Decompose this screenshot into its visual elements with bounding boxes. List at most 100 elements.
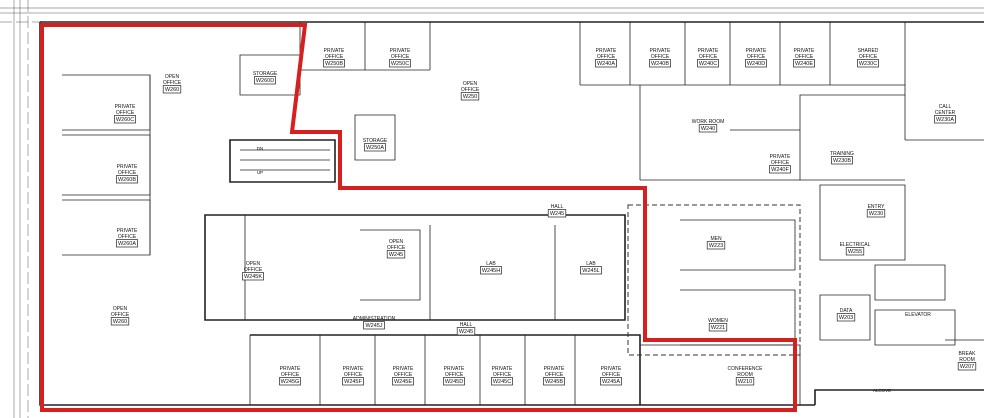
room-name: ROOM bbox=[959, 357, 975, 363]
room-name: ENTRY bbox=[868, 204, 886, 210]
room-name: ELECTRICAL bbox=[840, 242, 871, 248]
room-number: W250A bbox=[366, 145, 384, 151]
stair-up-label: UP bbox=[257, 170, 263, 175]
room-name: MEN bbox=[710, 236, 722, 242]
room-name: OFFICE bbox=[163, 80, 182, 86]
room-number: W260B bbox=[118, 177, 136, 183]
room-number: W230A bbox=[936, 117, 954, 123]
room-number: W250C bbox=[391, 61, 409, 67]
room-number-box bbox=[957, 362, 977, 371]
room-number: W245C bbox=[493, 379, 511, 385]
room-number-box bbox=[456, 327, 476, 336]
room-number: W207 bbox=[960, 364, 974, 370]
room-number-box bbox=[706, 241, 726, 250]
room-number-box bbox=[735, 377, 755, 386]
room-number: W260D bbox=[256, 78, 274, 84]
room-name: OFFICE bbox=[545, 372, 564, 378]
room-number-box bbox=[708, 323, 728, 332]
room-name: OFFICE bbox=[747, 54, 766, 60]
room-number-box bbox=[386, 250, 406, 259]
room-name: CONFERENCE bbox=[727, 366, 763, 372]
room-name: OFFICE bbox=[325, 54, 344, 60]
room-number-box bbox=[443, 377, 465, 386]
room-number: W245 bbox=[389, 252, 403, 258]
room-name: ADMINISTRATION bbox=[353, 316, 396, 322]
building-walls bbox=[39, 21, 984, 406]
room-number: W210 bbox=[738, 379, 752, 385]
room-number: W240D bbox=[747, 61, 765, 67]
room-number-box bbox=[866, 209, 886, 218]
room-name: DATA bbox=[840, 308, 853, 314]
room-name: OFFICE bbox=[699, 54, 718, 60]
room-number-box bbox=[698, 124, 718, 133]
room-number-box bbox=[600, 377, 622, 386]
room-name: PRIVATE bbox=[390, 48, 411, 54]
room-name: OFFICE bbox=[602, 372, 621, 378]
room-number-box bbox=[934, 115, 956, 124]
room-number-box bbox=[279, 377, 301, 386]
room-name: OFFICE bbox=[391, 54, 410, 60]
room-number: W245B bbox=[545, 379, 563, 385]
room-number: W203 bbox=[839, 315, 853, 321]
room-number: W250B bbox=[325, 61, 343, 67]
room-name: BREAK bbox=[959, 351, 977, 357]
room-name: CENTER bbox=[935, 110, 956, 116]
room-number-box bbox=[649, 59, 671, 68]
room-number: W245J bbox=[365, 323, 382, 329]
room-number: W240F bbox=[771, 167, 789, 173]
room-name: LAB bbox=[586, 261, 596, 267]
room-number-box bbox=[363, 321, 385, 330]
room-number-box bbox=[793, 59, 815, 68]
room-number-box bbox=[595, 59, 617, 68]
room-name: HALL bbox=[551, 204, 564, 210]
room-name: WOMEN bbox=[708, 318, 728, 324]
room-number: W245H bbox=[482, 268, 500, 274]
room-name: OFFICE bbox=[651, 54, 670, 60]
room-number: W245L bbox=[582, 268, 599, 274]
room-name: PRIVATE bbox=[770, 154, 791, 160]
room-name: OFFICE bbox=[344, 372, 363, 378]
room-name: ROOM bbox=[737, 372, 753, 378]
room-number-box bbox=[460, 92, 480, 101]
room-number: W230C bbox=[859, 61, 877, 67]
room-name: LAB bbox=[486, 261, 496, 267]
room-name: PRIVATE bbox=[444, 366, 465, 372]
room-number: W230B bbox=[833, 158, 851, 164]
room-number-box bbox=[745, 59, 767, 68]
room-name: SHARED bbox=[858, 48, 879, 54]
top-dimension-line bbox=[0, 7, 984, 23]
room-name: PRIVATE bbox=[117, 164, 138, 170]
room-name: OPEN bbox=[165, 74, 180, 80]
room-number: W240 bbox=[701, 126, 715, 132]
room-number: W245F bbox=[344, 379, 362, 385]
room-name: PRIVATE bbox=[343, 366, 364, 372]
room-name: OFFICE bbox=[597, 54, 616, 60]
room-number-box bbox=[162, 85, 182, 94]
room-name: OFFICE bbox=[771, 160, 790, 166]
room-name: PRIVATE bbox=[280, 366, 301, 372]
room-number: W245E bbox=[394, 379, 412, 385]
room-number: W245 bbox=[459, 329, 473, 335]
room-name: OFFICE bbox=[795, 54, 814, 60]
room-name: PRIVATE bbox=[794, 48, 815, 54]
